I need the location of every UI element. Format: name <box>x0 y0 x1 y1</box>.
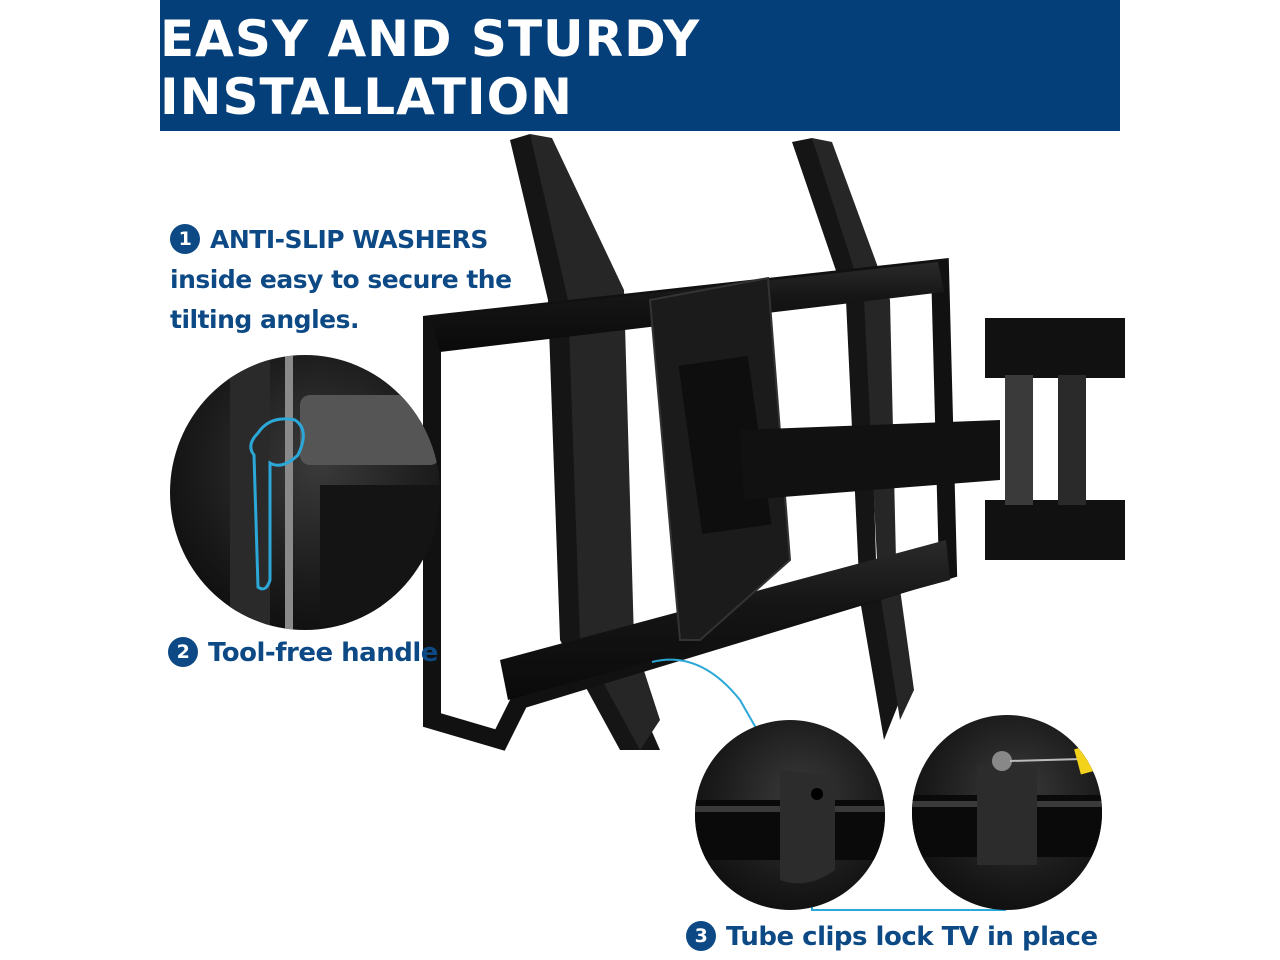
callout-line-3 <box>651 658 761 736</box>
callout-2-title: Tool-free handle <box>208 638 438 668</box>
callout-1-title: ANTI-SLIP WASHERS <box>210 225 488 254</box>
handle-closeup-photo <box>170 355 440 630</box>
number-badge-2: 2 <box>168 636 198 667</box>
header-banner: EASY AND STURDY INSTALLATION <box>160 0 1120 131</box>
number-badge-1: 1 <box>170 224 200 254</box>
tube-clip-screwdriver-photo <box>912 715 1102 910</box>
callout-tool-free-handle: 2 Tool-free handle <box>168 636 438 669</box>
tube-clip-closeup-photo <box>695 720 885 910</box>
handle-highlight <box>249 417 305 591</box>
callout-1-line-1: inside easy to secure the <box>170 265 512 294</box>
callout-3-title: Tube clips lock TV in place <box>726 922 1098 952</box>
page-title: EASY AND STURDY INSTALLATION <box>160 9 701 126</box>
callout-tube-clips: 3 Tube clips lock TV in place <box>686 920 1098 953</box>
callout-1-line-2: tilting angles. <box>170 305 359 334</box>
callout-anti-slip-washers: 1 ANTI-SLIP WASHERS inside easy to secure… <box>170 220 512 340</box>
number-badge-3: 3 <box>686 920 716 951</box>
